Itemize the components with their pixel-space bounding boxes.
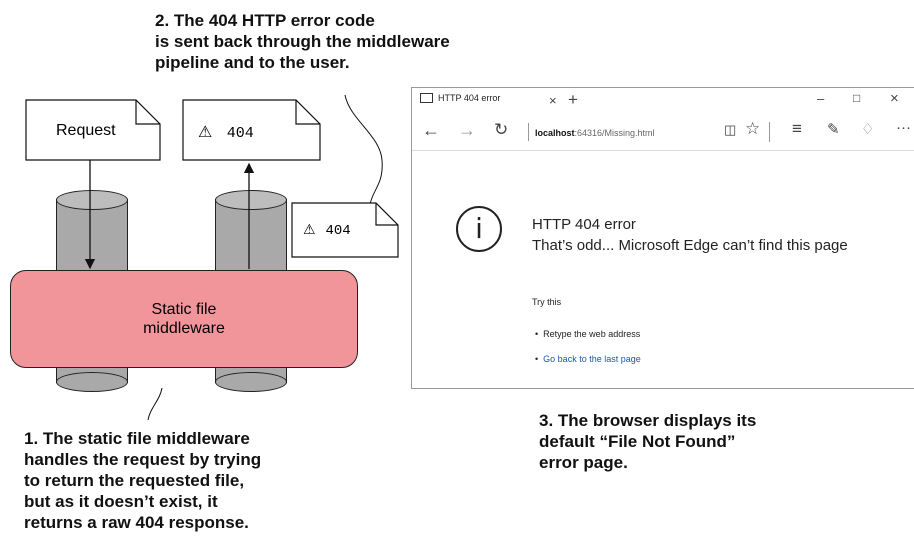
sent-code: 404 [325,223,351,239]
favorite-star-icon[interactable]: ☆ [745,119,761,138]
info-icon: i [456,206,502,252]
sent-document: ⚠ 404 [303,221,351,239]
tab-http-404[interactable]: HTTP 404 error [420,93,500,103]
close-tab-icon[interactable]: × [549,93,557,108]
callout-2-line-2: is sent back through the middleware [155,32,450,51]
address-bar[interactable]: localhost:64316/Missing.html [528,123,655,141]
callout-3-line-3: error page. [539,453,628,472]
suggestion-go-back-link[interactable]: • Go back to the last page [535,354,641,364]
maximize-icon[interactable]: □ [853,91,861,105]
callout-1-pointer [147,387,163,421]
middleware-label-line-1: Static file [151,301,217,318]
callout-2-line-1: 2. The 404 HTTP error code [155,11,375,30]
suggestion-retype: • Retype the web address [535,329,641,339]
callout-2-line-3: pipeline and to the user. [155,53,350,72]
forward-icon[interactable]: → [458,120,476,140]
callout-404-sent-back: 2. The 404 HTTP error code is sent back … [155,10,450,73]
response-code: 404 [226,125,254,142]
tab-bar: HTTP 404 error × + – □ × [412,88,914,116]
callout-2-pointer [344,94,383,206]
try-this-heading: Try this [532,297,562,307]
callout-3-line-1: 3. The browser displays its [539,411,757,430]
callout-1-line-4: but as it doesn’t exist, it [24,492,218,511]
callout-1-line-3: to return the requested file, [24,471,245,490]
callout-middleware-returns-404: 1. The static file middleware handles th… [24,428,261,533]
hub-icon[interactable]: ≡ [792,119,802,138]
tab-title: HTTP 404 error [438,93,501,103]
browser-window: HTTP 404 error × + – □ × ← → ↻ localhost… [411,87,914,389]
warning-icon: ⚠ [198,122,213,141]
refresh-icon[interactable]: ↻ [494,120,509,139]
callout-1-line-1: 1. The static file middleware [24,429,250,448]
minimize-icon[interactable]: – [817,91,825,106]
web-note-icon[interactable]: ✎ [827,121,840,138]
response-document-shape [182,99,321,161]
toolbar-divider [769,122,770,142]
share-icon[interactable]: ♢ [861,121,875,138]
error-message: That’s odd... Microsoft Edge can’t find … [532,237,848,254]
callout-browser-error-page: 3. The browser displays its default “Fil… [539,410,756,473]
callout-1-line-2: handles the request by trying [24,450,262,469]
warning-icon: ⚠ [303,222,316,238]
back-icon[interactable]: ← [422,120,440,140]
reading-view-icon[interactable]: ◫ [724,122,737,137]
callout-1-line-5: returns a raw 404 response. [24,513,249,532]
response-document: ⚠ 404 [198,122,254,142]
tab-page-icon [420,93,433,103]
static-file-middleware: Static file middleware [10,270,358,368]
middleware-label-line-2: middleware [143,320,225,337]
navigation-bar: ← → ↻ localhost:64316/Missing.html ◫ ☆ ≡… [412,116,914,151]
url-path: :64316/Missing.html [574,128,655,138]
url-host: localhost [535,128,575,138]
close-window-icon[interactable]: × [890,90,899,107]
request-document-shape [25,99,161,161]
middleware-label: Static file middleware [11,300,357,338]
suggestion-go-back-text[interactable]: Go back to the last page [543,354,641,364]
callout-3-line-2: default “File Not Found” [539,432,736,451]
error-title: HTTP 404 error [532,216,636,233]
more-icon[interactable]: ··· [896,119,911,136]
request-document-label: Request [56,122,116,139]
suggestion-retype-text: Retype the web address [543,329,641,339]
new-tab-icon[interactable]: + [568,90,578,109]
sent-document-shape [291,202,399,258]
